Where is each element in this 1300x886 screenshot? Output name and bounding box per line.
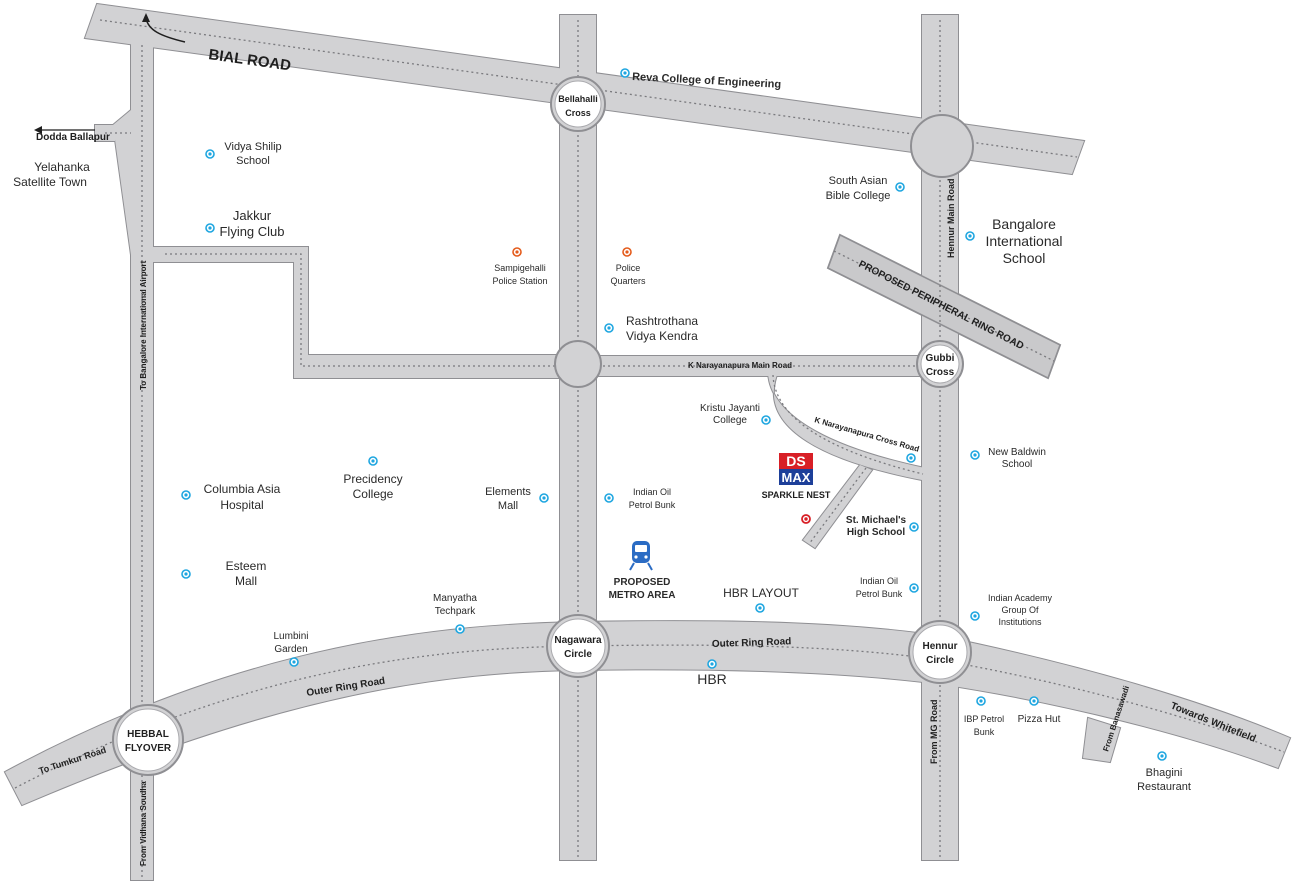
road-centerlines — [14, 19, 1285, 878]
st-michaels-label: High School — [847, 527, 906, 538]
bangalore-intl-label: International — [985, 233, 1062, 249]
bhagini-label: Restaurant — [1137, 781, 1191, 793]
gubbi-cross-label: Cross — [926, 367, 955, 378]
metro-area-label: METRO AREA — [609, 590, 676, 601]
pizza-hut-label: Pizza Hut — [1018, 714, 1061, 725]
police-markers — [512, 247, 632, 257]
yelahanka-label: Yelahanka — [34, 160, 90, 174]
st-michaels-label: St. Michael's — [846, 515, 907, 526]
logo-ds-text: DS — [786, 453, 805, 469]
jakkur-label: Jakkur — [233, 208, 272, 223]
arrow-head-icon — [34, 126, 42, 134]
outer-ring-road-center-label: Outer Ring Road — [712, 636, 792, 650]
indian-academy-label: Institutions — [998, 617, 1042, 627]
columbia-asia-label: Columbia Asia — [204, 482, 281, 496]
hebbal-flyover-label: HEBBAL — [127, 729, 169, 740]
place-labels: Yelahanka Satellite Town Reva College of… — [13, 71, 1191, 793]
south-asian-label: Bible College — [826, 190, 891, 202]
bellahalli-cross-label: Bellahalli — [558, 94, 598, 104]
bhagini-label: Bhagini — [1146, 767, 1183, 779]
proposed-ring-road — [827, 233, 1061, 380]
south-asian-label: South Asian — [829, 175, 888, 187]
manyatha-label: Manyatha — [433, 593, 477, 604]
nagawara-circle-label: Circle — [564, 649, 592, 660]
bellahalli-cross-label: Cross — [565, 108, 591, 118]
to-airport-label: To Bangalore International Airport — [139, 260, 148, 390]
police-quarters-label: Police — [616, 263, 641, 273]
precidency-label: Precidency — [343, 472, 402, 486]
hbr-label: HBR — [697, 671, 727, 687]
manyatha-label: Techpark — [435, 606, 477, 617]
new-baldwin-label: New Baldwin — [988, 447, 1046, 458]
lumbini-label: Lumbini — [273, 631, 308, 642]
lumbini-label: Garden — [274, 644, 307, 655]
ibp-petrol-label: Bunk — [974, 727, 995, 737]
nagawara-circle-label: Nagawara — [554, 635, 602, 646]
indian-oil-label: Petrol Bunk — [629, 500, 676, 510]
hebbal-flyover-label: FLYOVER — [125, 743, 172, 754]
esteem-mall-label: Mall — [235, 574, 257, 588]
from-mg-road-label: From MG Road — [929, 700, 939, 765]
logo-max-text: MAX — [782, 470, 811, 485]
from-vidhana-soudha-label: From Vidhana Soudha — [139, 781, 148, 866]
precidency-label: College — [353, 487, 394, 501]
ds-max-logo: DS MAX SPARKLE NEST — [762, 453, 831, 500]
columbia-asia-label: Hospital — [220, 498, 263, 512]
bangalore-intl-label: School — [1003, 250, 1046, 266]
k-narayanapura-main-road-label: K Narayanapura Main Road — [688, 361, 792, 370]
sampigehalli-label: Police Station — [492, 276, 547, 286]
new-baldwin-label: School — [1002, 459, 1033, 470]
vidya-shilip-label: School — [236, 155, 270, 167]
jakkur-label: Flying Club — [219, 224, 284, 239]
hennur-circle-label: Circle — [926, 655, 954, 666]
circle-labels: Bellahalli Cross Gubbi Cross Nagawara Ci… — [125, 94, 958, 754]
rashtrothana-label: Vidya Kendra — [626, 329, 698, 343]
hennur-main-road-label: Hennur Main Road — [946, 178, 956, 258]
sparkle-nest-label: SPARKLE NEST — [762, 490, 831, 500]
roundabout-inner — [116, 80, 968, 772]
arrow-head-icon — [142, 13, 150, 22]
vidya-shilip-label: Vidya Shilip — [224, 141, 281, 153]
yelahanka-label: Satellite Town — [13, 175, 87, 189]
sampigehalli-label: Sampigehalli — [494, 263, 546, 273]
hbr-layout-label: HBR LAYOUT — [723, 586, 799, 600]
blue-markers — [181, 68, 1167, 761]
elements-mall-label: Mall — [498, 500, 518, 512]
indian-academy-label: Indian Academy — [988, 593, 1053, 603]
ibp-petrol-label: IBP Petrol — [964, 714, 1004, 724]
indian-oil-label: Indian Oil — [633, 487, 671, 497]
indian-oil-label: Petrol Bunk — [856, 589, 903, 599]
metro-area-label: PROPOSED — [614, 577, 671, 588]
kristu-jayanti-label: Kristu Jayanti — [700, 403, 760, 414]
indian-oil-label: Indian Oil — [860, 576, 898, 586]
kristu-jayanti-label: College — [713, 415, 747, 426]
metro-train-icon — [629, 541, 653, 571]
police-quarters-label: Quarters — [610, 276, 646, 286]
esteem-mall-label: Esteem — [226, 559, 267, 573]
gubbi-cross-label: Gubbi — [926, 353, 955, 364]
elements-mall-label: Elements — [485, 486, 531, 498]
indian-academy-label: Group Of — [1001, 605, 1039, 615]
dodda-ballapur-label: Dodda Ballapur — [36, 132, 110, 143]
rashtrothana-label: Rashtrothana — [626, 314, 698, 328]
hennur-circle-label: Hennur — [923, 641, 958, 652]
project-location-marker — [801, 514, 811, 524]
bangalore-intl-label: Bangalore — [992, 216, 1056, 232]
